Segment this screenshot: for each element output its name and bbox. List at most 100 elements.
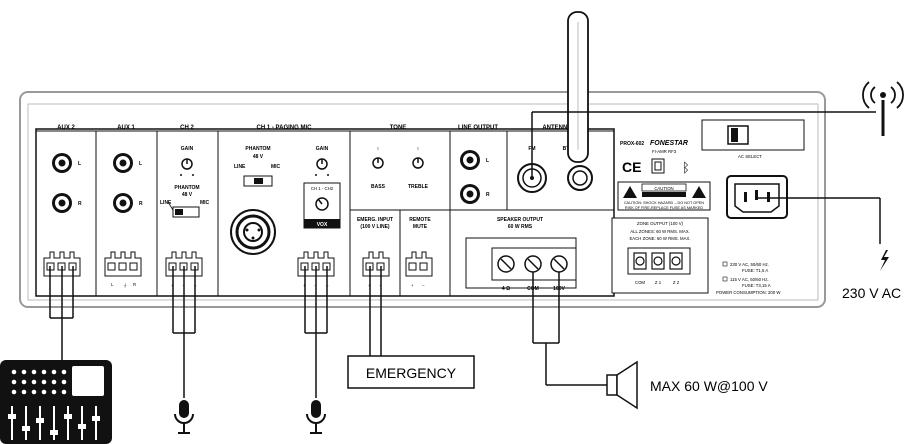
svg-text:MIC: MIC (200, 200, 210, 206)
emerg-input-label: EMERG. INPUT (357, 217, 393, 223)
speaker-wiring (532, 272, 607, 386)
speaker-max-label: MAX 60 W@100 V (650, 378, 768, 394)
svg-text:Z 1: Z 1 (655, 280, 662, 285)
svg-text:LINE: LINE (234, 164, 246, 170)
section-ch1: CH 1 - PAGING MIC (257, 125, 313, 131)
svg-text:R: R (486, 192, 490, 198)
section-antenna: ANTENNA (542, 125, 572, 131)
aux2-rca-jacks: L R (52, 153, 82, 213)
svg-text:60 W RMS: 60 W RMS (508, 224, 533, 230)
svg-text:+: + (411, 283, 414, 288)
svg-text:ZONE OUTPUT (100 V): ZONE OUTPUT (100 V) (637, 221, 684, 226)
svg-text:CH 1 - CH2: CH 1 - CH2 (311, 186, 334, 191)
svg-text:115 V AC, 50/60 Hz.: 115 V AC, 50/60 Hz. (730, 277, 769, 282)
svg-text:FONESTAR: FONESTAR (650, 140, 688, 147)
section-aux1: AUX 1 (117, 125, 135, 131)
svg-text:FI-AMR RF3: FI-AMR RF3 (652, 149, 677, 154)
power-ratings: 230 V AC, 50/60 Hz. FUSE: T1,5 A 115 V A… (716, 261, 781, 295)
ch2-wiring (172, 266, 196, 398)
mixer-icon (0, 360, 112, 444)
svg-text:ALL ZONES: 60 W RMS. MAX.: ALL ZONES: 60 W RMS. MAX. (630, 229, 690, 234)
svg-text:MIC: MIC (271, 164, 281, 170)
treble-control: I TREBLE (408, 146, 429, 190)
section-tone: TONE (390, 125, 407, 131)
ce-icon: CE (622, 159, 641, 175)
bass-control: I BASS (371, 146, 386, 190)
svg-text:CAUTION: CAUTION (654, 186, 673, 191)
svg-text:LINE: LINE (160, 200, 172, 206)
svg-text:FUSE: T1,5 A: FUSE: T1,5 A (742, 268, 768, 273)
voltage-label: 230 V AC (842, 285, 901, 301)
emergency-box (347, 355, 475, 389)
bt-jack: BT (563, 146, 593, 191)
svg-text:SPEAKER OUTPUT: SPEAKER OUTPUT (497, 217, 543, 223)
svg-text:TREBLE: TREBLE (408, 184, 429, 190)
aux1-r-pin: R (133, 282, 136, 287)
remote-mute-label: REMOTE (409, 217, 431, 223)
section-line-output: LINE OUTPUT (458, 125, 498, 131)
vox-control: CH 1 - CH2 VOX (303, 182, 341, 229)
section-dividers (95, 131, 614, 296)
antenna-tower-icon (862, 81, 904, 136)
svg-text:L: L (78, 161, 81, 167)
aux2-wiring (49, 266, 74, 360)
microphone-icon (306, 400, 326, 434)
microphone-icon (174, 400, 194, 434)
svg-text:CAUTION: SHOCK HAZARD – DO NOT: CAUTION: SHOCK HAZARD – DO NOT OPEN (624, 201, 704, 205)
svg-text:BASS: BASS (371, 184, 386, 190)
svg-text:BT: BT (563, 146, 570, 152)
bt-antenna (567, 11, 589, 163)
speaker-icon (606, 360, 638, 410)
combo-xlr-jack (230, 209, 276, 255)
aux1-gnd-pin: ⏚ (123, 283, 127, 288)
svg-text:I: I (417, 146, 418, 151)
aux1-rca-jacks: L R (113, 153, 143, 213)
power-wiring (757, 197, 881, 244)
warning-triangle-icon (623, 186, 637, 198)
svg-text:Z 2: Z 2 (673, 280, 680, 285)
speaker-output-block: SPEAKER OUTPUT 60 W RMS 4 Ω COM 100V (465, 217, 577, 292)
ac-select-switch: AC SELECT (701, 119, 805, 159)
fm-antenna-wiring (531, 111, 876, 178)
svg-text:L: L (486, 158, 489, 164)
svg-text:COM: COM (635, 280, 645, 285)
svg-text:GAIN: GAIN (181, 146, 194, 152)
svg-text:4 Ω: 4 Ω (502, 286, 510, 292)
svg-text:GAIN: GAIN (316, 146, 329, 152)
section-ch2: CH 2 (180, 125, 194, 131)
aux1-l-pin: L (111, 282, 114, 287)
svg-text:−: − (422, 283, 425, 288)
svg-text:FUSE: T3,15 A: FUSE: T3,15 A (742, 283, 771, 288)
ch1-phantom-switch: PHANTOM 48 V LINE MIC (234, 146, 281, 187)
svg-text:(100 V LINE): (100 V LINE) (360, 224, 390, 230)
ch1-wiring (304, 266, 328, 398)
iec-power-inlet (726, 175, 788, 219)
mute-terminal (405, 251, 433, 277)
lightning-icon (880, 250, 889, 271)
svg-text:I: I (377, 146, 378, 151)
svg-text:L: L (139, 161, 142, 167)
ch2-gain-control: GAIN (180, 146, 194, 176)
svg-text:MUTE: MUTE (413, 224, 428, 230)
svg-text:EACH ZONE: 60 W RMS. MAX.: EACH ZONE: 60 W RMS. MAX. (629, 236, 690, 241)
section-aux2: AUX 2 (57, 125, 75, 131)
label-area: PROX-602 FONESTAR FI-AMR RF3 CE ᛒ CAUTIO… (611, 140, 711, 294)
svg-text:R: R (139, 201, 143, 207)
svg-text:PHANTOM: PHANTOM (245, 146, 270, 152)
svg-text:230 V AC, 50/60 Hz.: 230 V AC, 50/60 Hz. (730, 262, 769, 267)
svg-text:R: R (78, 201, 82, 207)
emergency-wiring (369, 266, 382, 356)
bluetooth-icon: ᛒ (682, 160, 690, 175)
svg-text:POWER CONSUMPTION: 200 W: POWER CONSUMPTION: 200 W (716, 290, 781, 295)
aux1-terminal (104, 251, 142, 277)
svg-text:VOX: VOX (317, 222, 328, 228)
emergency-label: EMERGENCY (366, 365, 457, 381)
svg-text:AC SELECT: AC SELECT (738, 154, 762, 159)
svg-text:48 V: 48 V (253, 154, 264, 160)
svg-text:PROX-602: PROX-602 (620, 141, 644, 147)
ch1-gain-control: GAIN (315, 146, 329, 176)
